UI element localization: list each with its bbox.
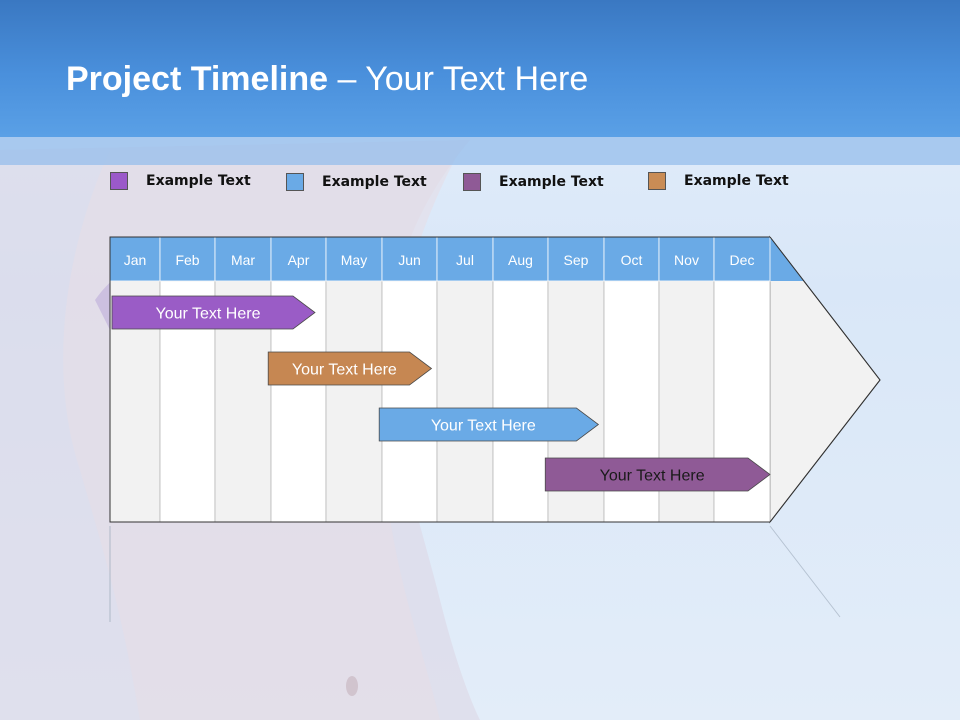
month-label: Oct bbox=[621, 252, 643, 268]
month-header-cell bbox=[436, 236, 494, 282]
legend-swatch-plum bbox=[463, 173, 481, 191]
month-header-cell bbox=[159, 236, 216, 282]
legend-item-4: Example Text bbox=[648, 171, 789, 191]
month-label: Sep bbox=[564, 252, 589, 268]
month-column bbox=[436, 280, 494, 523]
month-header-cell bbox=[325, 236, 383, 282]
legend-label: Example Text bbox=[322, 174, 427, 190]
legend-label: Example Text bbox=[499, 174, 604, 190]
header-bar bbox=[0, 0, 960, 137]
month-header-cell bbox=[109, 236, 161, 282]
month-header-cell bbox=[547, 236, 605, 282]
title-subtitle: – Your Text Here bbox=[328, 60, 589, 98]
legend-item-2: Example Text bbox=[286, 172, 427, 192]
month-label: Jun bbox=[398, 252, 421, 268]
task-bar bbox=[544, 457, 771, 492]
task-bar bbox=[111, 295, 316, 330]
task-bar bbox=[378, 407, 600, 442]
legend-item-3: Example Text bbox=[463, 172, 604, 192]
header-band bbox=[0, 137, 960, 165]
legend-swatch-orange bbox=[648, 172, 666, 190]
legend-label: Example Text bbox=[146, 173, 251, 189]
month-header-cell bbox=[658, 236, 715, 282]
month-label: Apr bbox=[288, 252, 310, 268]
timeline-frame-arrow bbox=[769, 236, 881, 523]
month-column bbox=[325, 280, 383, 523]
month-column bbox=[492, 280, 549, 523]
month-column bbox=[381, 280, 438, 523]
legend-swatch-purple bbox=[110, 172, 128, 190]
month-label: Dec bbox=[730, 252, 755, 268]
task-label: Your Text Here bbox=[156, 306, 261, 323]
month-header-cell bbox=[214, 236, 272, 282]
legend-item-1: Example Text bbox=[110, 171, 251, 191]
legend-swatch-blue bbox=[286, 173, 304, 191]
month-header-cell bbox=[270, 236, 327, 282]
timeline-frame bbox=[109, 236, 770, 523]
task-label: Your Text Here bbox=[431, 418, 536, 435]
month-header-cell bbox=[713, 236, 771, 282]
task-label: Your Text Here bbox=[600, 468, 705, 485]
page-title: Project Timeline – Your Text Here bbox=[66, 60, 588, 99]
task-label: Your Text Here bbox=[292, 362, 397, 379]
legend-label: Example Text bbox=[684, 173, 789, 189]
month-header-cell bbox=[492, 236, 549, 282]
month-label: Nov bbox=[674, 252, 699, 268]
title-bold: Project Timeline bbox=[66, 60, 329, 98]
month-label: Jul bbox=[456, 252, 474, 268]
month-label: Aug bbox=[508, 252, 533, 268]
month-header-cell bbox=[381, 236, 438, 282]
task-bar bbox=[267, 351, 433, 386]
month-label: Jan bbox=[124, 252, 147, 268]
reflection-line bbox=[769, 525, 841, 618]
month-label: Mar bbox=[231, 252, 255, 268]
month-label: Feb bbox=[175, 252, 199, 268]
month-label: May bbox=[341, 252, 367, 268]
